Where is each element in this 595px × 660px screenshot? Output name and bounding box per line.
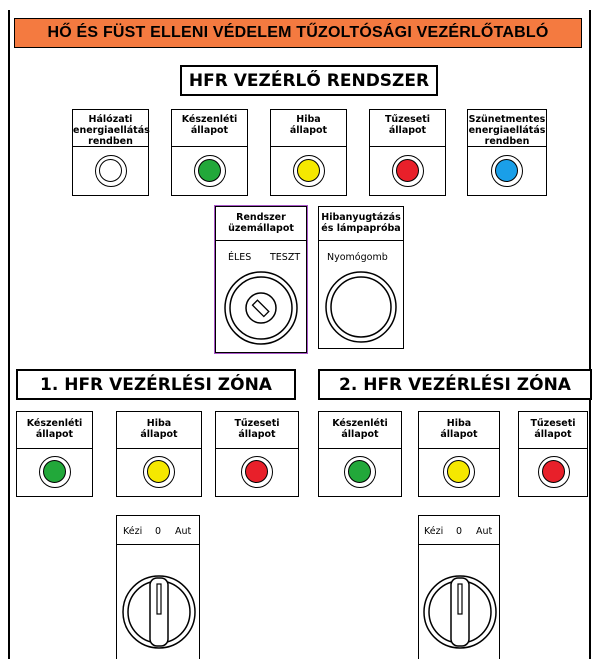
- zone2-mode-selector[interactable]: Kézi 0 Aut: [418, 515, 500, 659]
- red-indicator-lamp-icon: [538, 456, 570, 488]
- white-indicator-lamp-icon: [95, 155, 127, 187]
- lamp-lens: [495, 159, 518, 182]
- indicator-divider: [17, 448, 92, 449]
- lamp-lens: [396, 159, 419, 182]
- indicator-label: Hálózati energiaellátás rendben: [73, 114, 150, 147]
- indicator-label: Tűzeseti állapot: [530, 418, 576, 440]
- yellow-indicator-lamp-icon: [293, 155, 325, 187]
- indicator-label: Szünetmentes energiaellátás rendben: [468, 114, 546, 147]
- selector-pos-auto: Aut: [476, 526, 493, 537]
- push-button-caption: Nyomógomb: [327, 252, 388, 263]
- fault-ack-lamp-test-button[interactable]: Hibanyugtázás és lámpapróba Nyomógomb: [318, 206, 404, 349]
- selector-pos-manual: Kézi: [424, 526, 444, 537]
- indicator-label: Készenléti állapot: [26, 418, 83, 440]
- indicator-divider: [319, 448, 401, 449]
- indicator-label: Hiba állapot: [140, 418, 178, 440]
- indicator-divider: [419, 448, 499, 449]
- panel-border-right: [589, 10, 591, 659]
- indicator-label: Hiba állapot: [289, 114, 328, 136]
- indicator-divider: [216, 448, 298, 449]
- green-indicator-lamp-icon: [194, 155, 226, 187]
- yellow-indicator-lamp-icon: [443, 456, 475, 488]
- yellow-indicator-lamp-icon: [143, 456, 175, 488]
- lamp-lens: [542, 460, 565, 483]
- key-pos-live: ÉLES: [228, 252, 252, 263]
- system-mode-key-switch[interactable]: Rendszer üzemállapot ÉLES TESZT: [214, 205, 308, 354]
- selector-pos-zero: 0: [456, 526, 463, 537]
- key-pos-test: TESZT: [270, 252, 301, 263]
- indicator-divider: [73, 146, 148, 147]
- key-switch-label: Rendszer üzemállapot: [228, 212, 294, 234]
- push-button-label: Hibanyugtázás és lámpapróba: [321, 212, 401, 234]
- lamp-lens: [447, 460, 470, 483]
- green-indicator-lamp-icon: [39, 456, 71, 488]
- selector-pos-zero: 0: [155, 526, 162, 537]
- panel-title: HŐ ÉS FÜST ELLENI VÉDELEM TŰZOLTÓSÁGI VE…: [14, 18, 582, 48]
- indicator-network-power: Hálózati energiaellátás rendben: [72, 109, 150, 196]
- indicator-fire: Tűzeseti állapot: [369, 109, 446, 196]
- selector-pos-manual: Kézi: [123, 526, 143, 537]
- indicator-fault: Hiba állapot: [270, 109, 347, 196]
- indicator-standby: Készenléti állapot: [171, 109, 248, 196]
- indicator-divider: [370, 146, 445, 147]
- hfr-section-title: HFR VEZÉRLŐ RENDSZER: [180, 65, 438, 96]
- selector-divider: [117, 544, 199, 545]
- zone2-indicator-standby: Készenléti állapot: [318, 411, 402, 497]
- zone1-mode-selector[interactable]: Kézi 0 Aut: [116, 515, 200, 659]
- lamp-lens: [147, 460, 170, 483]
- zone1-title: 1. HFR VEZÉRLÉSI ZÓNA: [16, 369, 296, 400]
- green-indicator-lamp-icon: [344, 456, 376, 488]
- indicator-label: Tűzeseti állapot: [234, 418, 280, 440]
- lamp-lens: [297, 159, 320, 182]
- red-indicator-lamp-icon: [241, 456, 273, 488]
- selector-pos-auto: Aut: [175, 526, 192, 537]
- lamp-lens: [99, 159, 122, 182]
- key-switch-divider: [216, 240, 306, 241]
- indicator-divider: [117, 448, 201, 449]
- lamp-lens: [245, 460, 268, 483]
- zone2-indicator-fault: Hiba állapot: [418, 411, 500, 497]
- rotary-selector-icon[interactable]: [119, 568, 199, 660]
- zone2-indicator-fire: Tűzeseti állapot: [518, 411, 588, 497]
- indicator-divider: [519, 448, 587, 449]
- indicator-label: Tűzeseti állapot: [384, 114, 431, 136]
- indicator-divider: [468, 146, 546, 147]
- zone2-title: 2. HFR VEZÉRLÉSI ZÓNA: [318, 369, 592, 400]
- indicator-ups-power: Szünetmentes energiaellátás rendben: [467, 109, 547, 196]
- zone1-indicator-fire: Tűzeseti állapot: [215, 411, 299, 497]
- indicator-label: Készenléti állapot: [181, 114, 238, 136]
- blue-indicator-lamp-icon: [491, 155, 523, 187]
- zone1-indicator-fault: Hiba állapot: [116, 411, 202, 497]
- push-button-icon[interactable]: [321, 267, 401, 347]
- panel-border-left: [8, 10, 10, 659]
- red-indicator-lamp-icon: [392, 155, 424, 187]
- indicator-label: Hiba állapot: [440, 418, 478, 440]
- lamp-lens: [348, 460, 371, 483]
- lamp-lens: [43, 460, 66, 483]
- indicator-divider: [172, 146, 247, 147]
- indicator-label: Készenléti állapot: [332, 418, 388, 440]
- selector-divider: [419, 544, 499, 545]
- lamp-lens: [198, 159, 221, 182]
- indicator-divider: [271, 146, 346, 147]
- key-lock-icon[interactable]: [220, 267, 302, 349]
- zone1-indicator-standby: Készenléti állapot: [16, 411, 93, 497]
- push-button-divider: [319, 240, 403, 241]
- rotary-selector-icon[interactable]: [420, 568, 500, 660]
